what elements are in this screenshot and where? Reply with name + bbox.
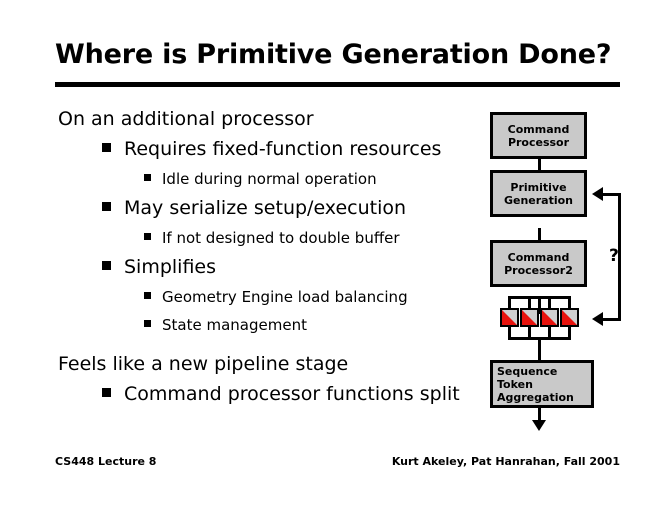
array-fanin-leg [568,326,571,340]
bullet-text: Idle during normal operation [162,170,377,188]
feedback-bottom-arrowhead-icon [592,312,603,326]
array-fanin-leg [508,326,511,340]
list-item: Idle during normal operation [144,165,478,193]
pipeline-diagram: Command Processor Primitive Generation C… [470,100,650,431]
box-label-line2: Processor2 [504,263,573,277]
connector-cp-to-pg [538,158,541,172]
array-fanout-leg [548,296,551,310]
array-fanin-bus [508,337,570,340]
bullet-list: On an additional processor Requires fixe… [58,104,478,410]
bullet-text: Simplifies [124,256,217,278]
square-bullet-icon [102,202,111,211]
connector-array-to-sta [538,338,541,360]
bullet-text: On an additional processor [58,108,314,130]
square-bullet-icon [144,233,151,240]
bullet-text: Requires fixed-function resources [124,138,442,160]
diagram-box-command-processor: Command Processor [490,112,587,159]
square-bullet-icon [102,388,111,397]
connector-cp2-to-array [538,298,541,314]
array-fanout-leg [508,296,511,310]
square-bullet-icon [144,174,151,181]
array-fanout-bus [508,296,570,299]
square-bullet-icon [102,261,111,270]
processor-element [520,308,539,327]
page-title: Where is Primitive Generation Done? [55,39,612,70]
processor-element [500,308,519,327]
diagram-box-sequence-token-aggregation: Sequence Token Aggregation [490,360,594,408]
array-fanout-leg [528,296,531,310]
square-bullet-icon [102,143,111,152]
diagram-box-primitive-generation: Primitive Generation [490,170,587,217]
array-fanout-leg [568,296,571,310]
connector-sta-output [538,408,541,424]
diagram-box-command-processor-2: Command Processor2 [490,240,587,287]
box-label-line1: Primitive [510,180,567,194]
list-item: Simplifies [102,252,478,283]
output-arrowhead-icon [532,420,546,431]
list-item: Command processor functions split [102,379,478,410]
title-divider [55,82,620,87]
square-bullet-icon [144,292,151,299]
array-fanin-leg [528,326,531,340]
feedback-top-arrowhead-icon [592,187,603,201]
square-bullet-icon [144,320,151,327]
processor-element [540,308,559,327]
processor-element [560,308,579,327]
bullet-text: Geometry Engine load balancing [162,288,408,306]
list-item: Requires fixed-function resources [102,134,478,165]
feedback-question-label: ? [609,246,619,266]
box-label-line1: Command [507,250,570,264]
feedback-top-segment [603,193,621,196]
list-item: Geometry Engine load balancing [144,283,478,311]
box-label-line2: Generation [503,193,574,207]
bullet-text: Feels like a new pipeline stage [58,353,349,375]
list-item: If not designed to double buffer [144,224,478,252]
bullet-text: If not designed to double buffer [162,229,400,247]
box-label-line2: Processor [507,135,570,149]
bullet-text: State management [162,316,307,334]
footer-authors-label: Kurt Akeley, Pat Hanrahan, Fall 2001 [391,455,620,468]
bullet-text: Command processor functions split [124,383,460,405]
list-item: May serialize setup/execution [102,193,478,224]
array-fanin-leg [548,326,551,340]
title-block: Where is Primitive Generation Done? [55,38,620,72]
footer-course-label: CS448 Lecture 8 [55,455,157,468]
list-item: Feels like a new pipeline stage [58,349,478,379]
feedback-spine [618,193,621,321]
feedback-bottom-segment [603,318,621,321]
bullet-text: May serialize setup/execution [124,197,407,219]
list-item: On an additional processor [58,104,478,134]
box-label-line1: Command [507,122,570,136]
box-label-line2: Aggregation [497,390,574,404]
connector-pg-to-cp2 [538,228,541,242]
box-label-line1: Sequence Token [497,364,558,391]
list-item: State management [144,311,478,339]
